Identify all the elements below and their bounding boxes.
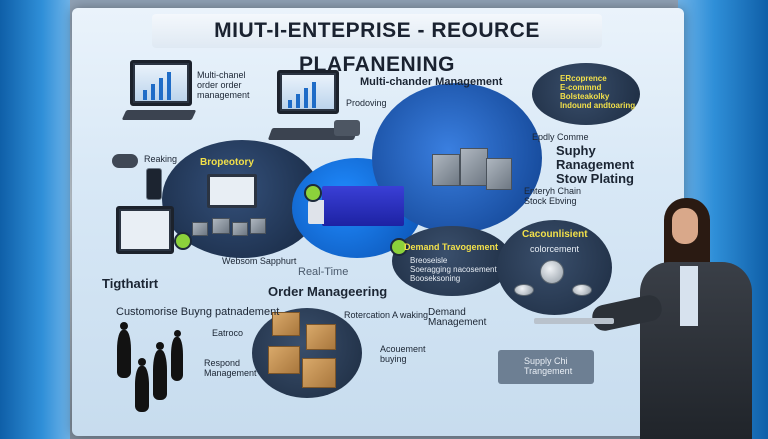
label-suphy-management: Suphy Ranagement Stow Plating: [556, 143, 635, 186]
label-demand-management: Demand Management: [428, 307, 487, 328]
person-silhouette-head: [156, 342, 164, 350]
blob-ercoprence: [532, 63, 640, 125]
pallet-stack-icon: [486, 158, 512, 190]
crate-icon: [250, 218, 266, 234]
cardboard-box-icon: [268, 346, 300, 374]
label-cacounlisient: Cacounlisient: [522, 229, 588, 240]
label-reaking: Reaking: [144, 154, 178, 164]
crate-icon: [232, 222, 248, 236]
crate-icon: [212, 218, 230, 234]
label-prodoving: Prodoving: [346, 98, 387, 108]
coin-stack-icon: [540, 260, 564, 284]
label-eatroco: Eatroco: [212, 328, 244, 338]
blob-demand-travogement: [392, 226, 512, 296]
person-silhouette: [171, 337, 183, 381]
laptop-icon: [207, 174, 257, 208]
coin-icon: [572, 284, 592, 296]
monitor-icon: [277, 70, 339, 114]
presentation-screen: MIUT-I-ENTEPRISE - REOURCE PLAFANENING: [72, 8, 684, 436]
person-silhouette-head: [120, 322, 128, 330]
person-silhouette-head: [138, 358, 146, 366]
person-silhouette: [153, 350, 167, 400]
delivery-truck-icon: [498, 350, 594, 384]
monitor-icon: [130, 60, 192, 106]
truck-container-icon: [322, 186, 404, 226]
label-websom: Websom Sapphurt: [222, 256, 297, 266]
person-silhouette: [117, 330, 131, 378]
phone-icon: [334, 120, 360, 136]
label-multi-channel-order: Multi-chanel order order management: [197, 70, 250, 100]
label-multi-chander-management: Multi-chander Management: [360, 76, 503, 88]
label-real-time: Real-Time: [298, 266, 349, 278]
label-tigthatirt: Tigthatirt: [102, 276, 159, 291]
location-marker-icon: [390, 238, 408, 256]
crate-icon: [192, 222, 208, 236]
location-marker-icon: [304, 184, 322, 202]
truck-cab-icon: [308, 200, 324, 224]
desktop-monitor-icon: [116, 206, 174, 254]
page-title: MIUT-I-ENTEPRISE - REOURCE PLAFANENING: [152, 14, 602, 76]
tablet-icon: [534, 318, 614, 324]
coin-icon: [514, 284, 534, 296]
label-supply-chi: Supply Chi Trangement: [524, 356, 573, 376]
location-marker-icon: [174, 232, 192, 250]
presenter-shirt: [680, 266, 698, 326]
person-silhouette: [135, 366, 149, 412]
label-ercoprence: ERcoprence E-commnd Bolsteakolky Indound…: [560, 74, 636, 110]
left-blue-wall: [0, 0, 70, 439]
label-enteryh-chain: Enteryh Chain Stock Ebving: [524, 186, 582, 206]
label-bropeotory: Bropeotory: [200, 157, 254, 168]
pallet-stack-icon: [432, 154, 460, 186]
keyboard-icon: [121, 110, 197, 120]
label-rotercation: Rotercation A waking: [344, 310, 429, 320]
label-respond: Respond Management: [204, 358, 257, 378]
cardboard-box-icon: [306, 324, 336, 350]
cardboard-box-icon: [272, 312, 300, 336]
label-order-managering: Order Manageering: [268, 284, 388, 299]
label-demand-travogement: Demand Travogement: [404, 242, 499, 252]
label-customise: Customorise Buyng patnadement: [116, 306, 280, 318]
presenter-face: [672, 208, 698, 244]
label-epdly-comme: Epdly Comme: [532, 132, 589, 142]
person-silhouette-head: [174, 330, 181, 337]
label-breoseisle: Breoseisle Soeragging nacosement Booseks…: [410, 256, 497, 283]
cloud-icon: [112, 154, 138, 168]
pallet-stack-icon: [460, 148, 488, 186]
cardboard-box-icon: [302, 358, 336, 388]
label-acouement-buying: Acouement buying: [380, 344, 426, 364]
label-colorcement: colorcement: [530, 244, 580, 254]
smartphone-icon: [146, 168, 162, 200]
